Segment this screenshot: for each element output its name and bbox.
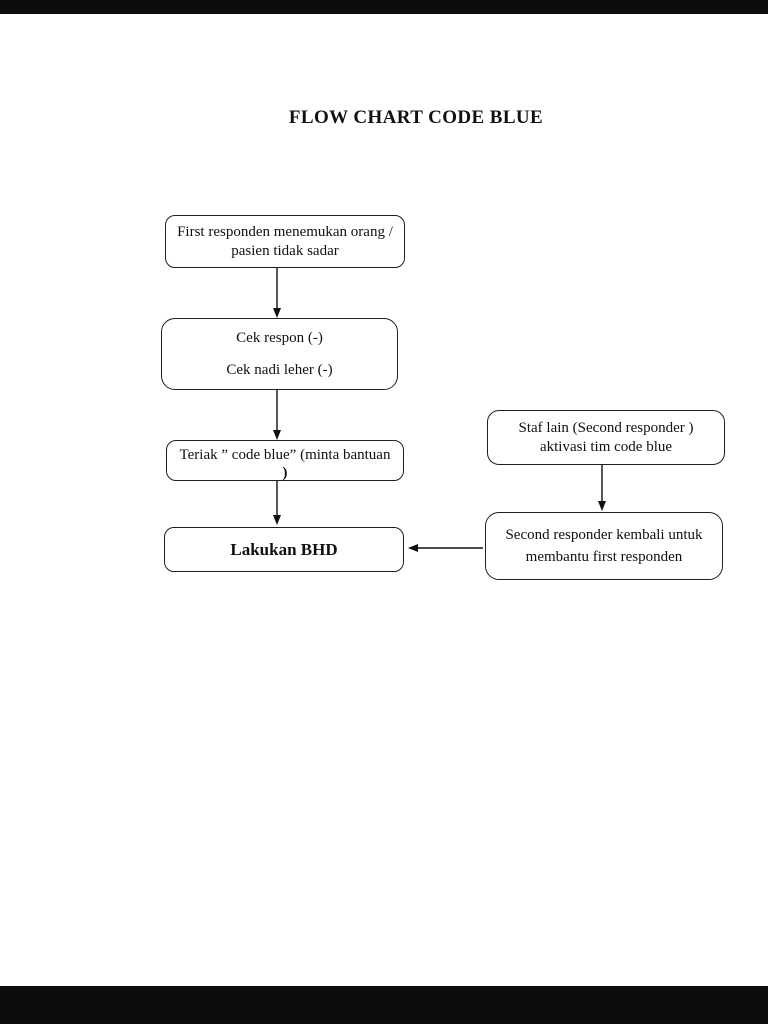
node-staff-second-responder: Staf lain (Second responder ) aktivasi t… (487, 410, 725, 465)
node-second-responder-return-line2: membantu first responden (525, 549, 683, 565)
node-check-response-line2: Cek nadi leher (-) (226, 362, 333, 378)
node-first-responder-line1: First responden menemukan orang / (177, 223, 393, 240)
node-lakukan-bhd: Lakukan BHD (164, 527, 404, 572)
arrow-shout-to-bhd (273, 481, 281, 525)
node-shout-code-blue-line2: ) (282, 465, 288, 481)
page-title: FLOW CHART CODE BLUE (288, 107, 544, 128)
node-staff-second-responder-line2: aktivasi tim code blue (539, 438, 673, 455)
letterbox-top-bar (0, 0, 768, 14)
node-shout-code-blue-line1: Teriak ” code blue” (minta bantuan (179, 447, 391, 463)
node-staff-second-responder-line1: Staf lain (Second responder ) (518, 419, 694, 436)
node-shout-code-blue: Teriak ” code blue” (minta bantuan ) (166, 440, 404, 481)
node-check-response-line1: Cek respon (-) (236, 330, 323, 346)
arrow-check-to-shout (273, 390, 281, 440)
node-second-responder-return-line1: Second responder kembali untuk (505, 527, 703, 543)
arrow-second-to-bhd (408, 544, 483, 552)
node-check-response: Cek respon (-) Cek nadi leher (-) (161, 318, 398, 390)
letterbox-bottom-bar (0, 986, 768, 1024)
arrow-first-to-check (273, 268, 281, 318)
node-first-responder: First responden menemukan orang / pasien… (165, 215, 405, 268)
node-first-responder-line2: pasien tidak sadar (231, 242, 339, 259)
node-lakukan-bhd-line1: Lakukan BHD (230, 540, 338, 559)
node-second-responder-return: Second responder kembali untuk membantu … (485, 512, 723, 580)
arrow-staff-to-second (598, 465, 606, 511)
